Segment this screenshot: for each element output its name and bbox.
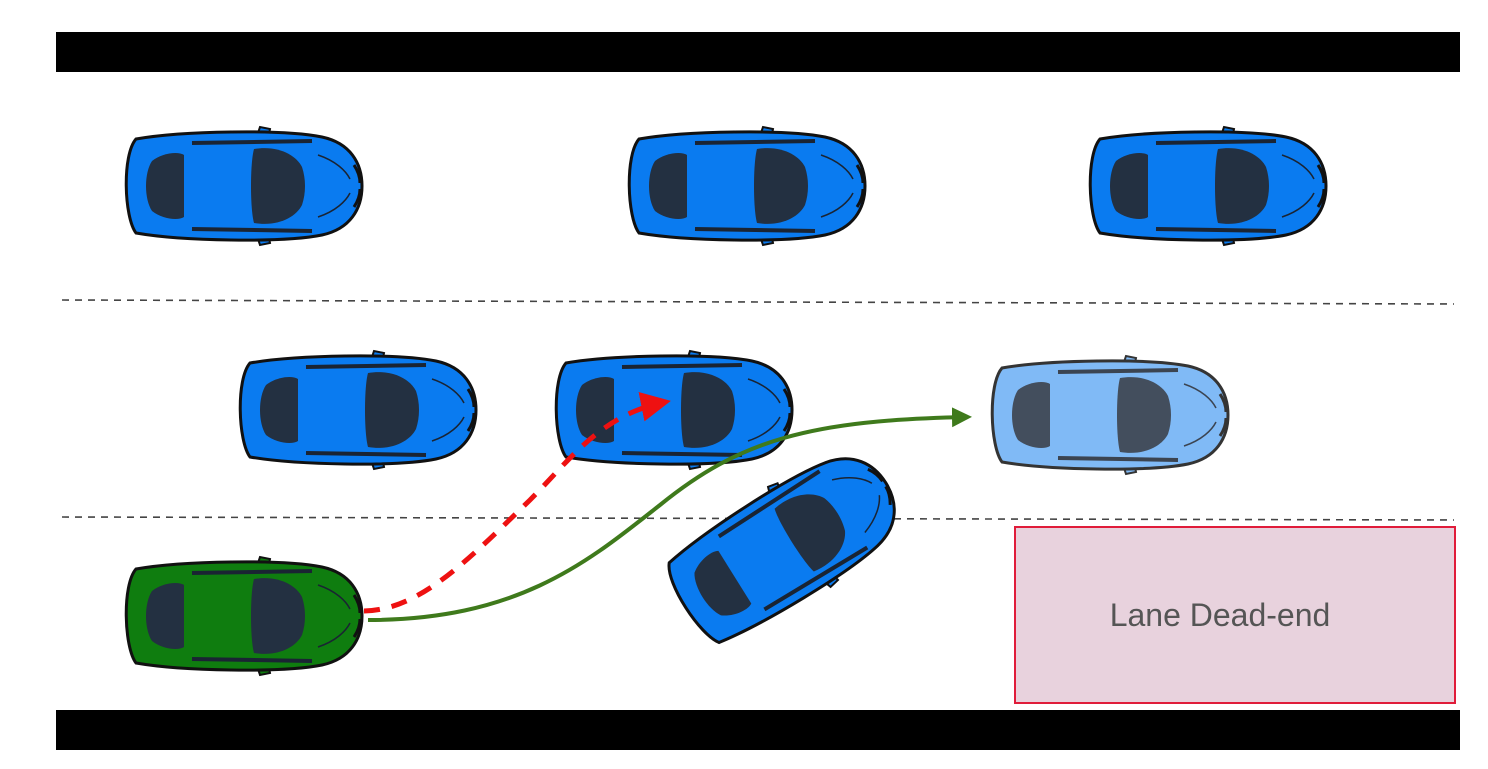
lane-divider-upper xyxy=(61,299,1455,305)
car-lane2-a xyxy=(238,349,478,471)
deadend-box xyxy=(1014,526,1456,704)
car-lane2-b xyxy=(554,349,794,471)
lane-deadend-zone: Lane Dead-end xyxy=(1014,526,1456,704)
road-edge-top xyxy=(56,32,1460,72)
planned-path-arrow xyxy=(367,407,972,622)
car-lane1-c xyxy=(1088,125,1328,247)
lane-divider-lower xyxy=(61,516,1455,521)
car-lane1-a xyxy=(124,125,364,247)
car-lane1-b xyxy=(627,125,867,247)
blocked-path-arrow xyxy=(363,392,671,614)
car-ego-green xyxy=(124,555,364,677)
car-lane2-target-ghost xyxy=(990,354,1230,476)
deadend-label: Lane Dead-end xyxy=(1110,597,1331,633)
road-edge-bottom xyxy=(56,710,1460,750)
